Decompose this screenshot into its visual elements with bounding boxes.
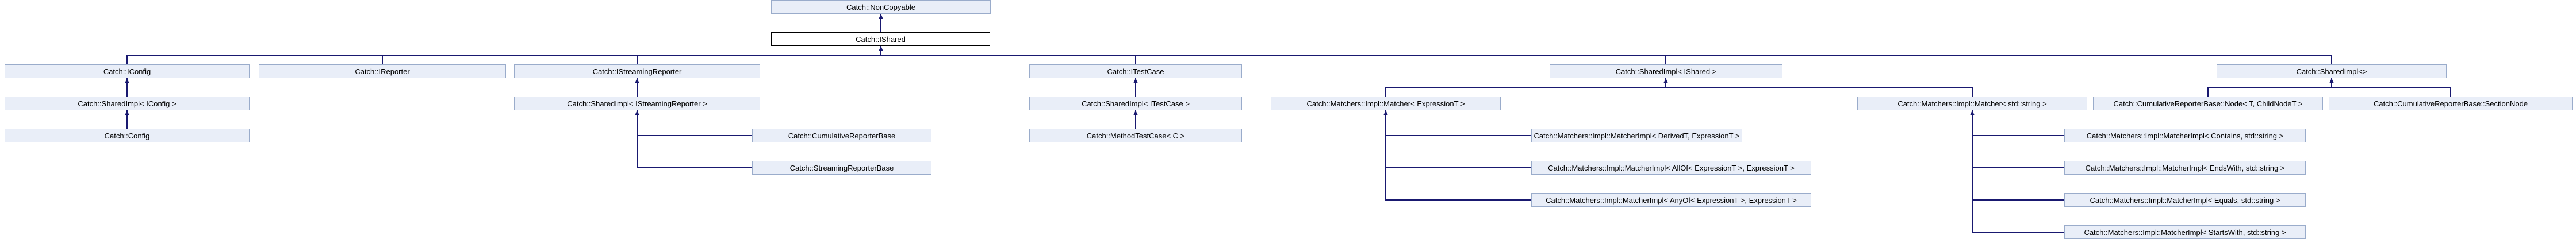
- inheritance-edge-line: [2450, 87, 2451, 97]
- inheritance-edge-line: [1972, 167, 2064, 168]
- inheritance-edge-line: [1972, 87, 1973, 97]
- class-node-sharedimpl-istreamingreporter[interactable]: Catch::SharedImpl< IStreamingReporter >: [514, 97, 760, 110]
- inheritance-arrow-up-icon: [1383, 110, 1388, 115]
- class-node-sharedimpl-ishared[interactable]: Catch::SharedImpl< IShared >: [1550, 64, 1782, 78]
- class-node-matcher-stdstring[interactable]: Catch::Matchers::Impl::Matcher< std::str…: [1857, 97, 2087, 110]
- inheritance-edge-line: [2207, 87, 2451, 88]
- class-node-matcherimpl-contains[interactable]: Catch::Matchers::Impl::MatcherImpl< Cont…: [2064, 129, 2306, 142]
- class-node-matcherimpl-derivedt[interactable]: Catch::Matchers::Impl::MatcherImpl< Deri…: [1531, 129, 1742, 142]
- inheritance-arrow-up-icon: [635, 78, 639, 83]
- inheritance-arrow-up-icon: [635, 110, 639, 115]
- inheritance-edge-line: [126, 56, 128, 64]
- inheritance-edge-line: [1385, 87, 1973, 88]
- inheritance-arrow-up-icon: [125, 110, 129, 115]
- class-node-ishared[interactable]: Catch::IShared: [771, 32, 990, 46]
- inheritance-edge-line: [1386, 167, 1531, 168]
- inheritance-edge-line: [1385, 87, 1386, 97]
- class-node-matcherimpl-endswith[interactable]: Catch::Matchers::Impl::MatcherImpl< Ends…: [2064, 161, 2306, 175]
- inheritance-edge-line: [1972, 232, 2064, 233]
- inheritance-arrow-up-icon: [125, 78, 129, 83]
- class-node-cumulativereporterbase[interactable]: Catch::CumulativeReporterBase: [752, 129, 931, 142]
- class-node-istreamingreporter[interactable]: Catch::IStreamingReporter: [514, 64, 760, 78]
- class-node-config[interactable]: Catch::Config: [5, 129, 250, 142]
- inheritance-edge-line: [1135, 78, 1136, 97]
- inheritance-arrow-up-icon: [879, 14, 883, 19]
- class-node-streamingreporterbase[interactable]: Catch::StreamingReporterBase: [752, 161, 931, 175]
- class-node-matcherimpl-allof[interactable]: Catch::Matchers::Impl::MatcherImpl< AllO…: [1531, 161, 1811, 175]
- inheritance-edge-line: [1972, 135, 2064, 136]
- inheritance-edge-line: [1135, 110, 1136, 129]
- folded-corner-decoration: [2302, 205, 2305, 206]
- inheritance-edge-line: [637, 167, 752, 168]
- inheritance-edge-line: [637, 110, 638, 168]
- folded-corner-decoration: [2302, 141, 2305, 142]
- inheritance-edge-line: [382, 56, 383, 64]
- inheritance-edge-line: [1972, 199, 2064, 201]
- class-node-cumulative-node[interactable]: Catch::CumulativeReporterBase::Node< T, …: [2093, 97, 2323, 110]
- inheritance-edge-line: [880, 14, 881, 32]
- inheritance-edge-line: [637, 56, 638, 64]
- inheritance-edge-line: [1972, 110, 1973, 233]
- inheritance-arrow-up-icon: [1133, 110, 1138, 115]
- class-node-matcherimpl-equals[interactable]: Catch::Matchers::Impl::MatcherImpl< Equa…: [2064, 193, 2306, 207]
- inheritance-edge-line: [1135, 56, 1136, 64]
- inheritance-edge-line: [126, 55, 2332, 56]
- class-node-methodtestcase[interactable]: Catch::MethodTestCase< C >: [1029, 129, 1242, 142]
- inheritance-arrow-up-icon: [879, 46, 883, 51]
- class-node-sharedimpl-iconfig[interactable]: Catch::SharedImpl< IConfig >: [5, 97, 250, 110]
- class-node-sectionnode[interactable]: Catch::CumulativeReporterBase::SectionNo…: [2329, 97, 2573, 110]
- inheritance-edge-line: [126, 110, 128, 129]
- class-node-matcher-expressiont[interactable]: Catch::Matchers::Impl::Matcher< Expressi…: [1271, 97, 1501, 110]
- inheritance-arrow-up-icon: [1133, 78, 1138, 83]
- class-node-noncopyable[interactable]: Catch::NonCopyable: [771, 0, 991, 14]
- folded-corner-decoration: [1807, 173, 1811, 174]
- folded-corner-decoration: [2302, 173, 2305, 174]
- inheritance-edge-line: [1386, 135, 1531, 136]
- inheritance-edge-line: [126, 78, 128, 97]
- inheritance-edge-line: [2331, 56, 2332, 64]
- class-node-itestcase[interactable]: Catch::ITestCase: [1029, 64, 1242, 78]
- inheritance-arrow-up-icon: [1970, 110, 1975, 115]
- inheritance-edge-line: [1386, 199, 1531, 201]
- inheritance-edge-line: [1385, 110, 1386, 201]
- class-node-sharedimpl-itestcase[interactable]: Catch::SharedImpl< ITestCase >: [1029, 97, 1242, 110]
- folded-corner-decoration: [1807, 205, 1811, 206]
- inheritance-edge-line: [637, 135, 752, 136]
- inheritance-edge-line: [2207, 87, 2209, 97]
- inheritance-arrow-up-icon: [2329, 78, 2334, 83]
- class-node-matcherimpl-anyof[interactable]: Catch::Matchers::Impl::MatcherImpl< AnyO…: [1531, 193, 1811, 207]
- class-node-ireporter[interactable]: Catch::IReporter: [259, 64, 506, 78]
- class-node-matcherimpl-startswith[interactable]: Catch::Matchers::Impl::MatcherImpl< Star…: [2064, 225, 2306, 239]
- inheritance-edge-line: [637, 78, 638, 97]
- class-node-sharedimpl-empty[interactable]: Catch::SharedImpl<>: [2217, 64, 2447, 78]
- inheritance-arrow-up-icon: [1663, 78, 1668, 83]
- inheritance-edge-line: [1665, 56, 1666, 64]
- class-node-iconfig[interactable]: Catch::IConfig: [5, 64, 250, 78]
